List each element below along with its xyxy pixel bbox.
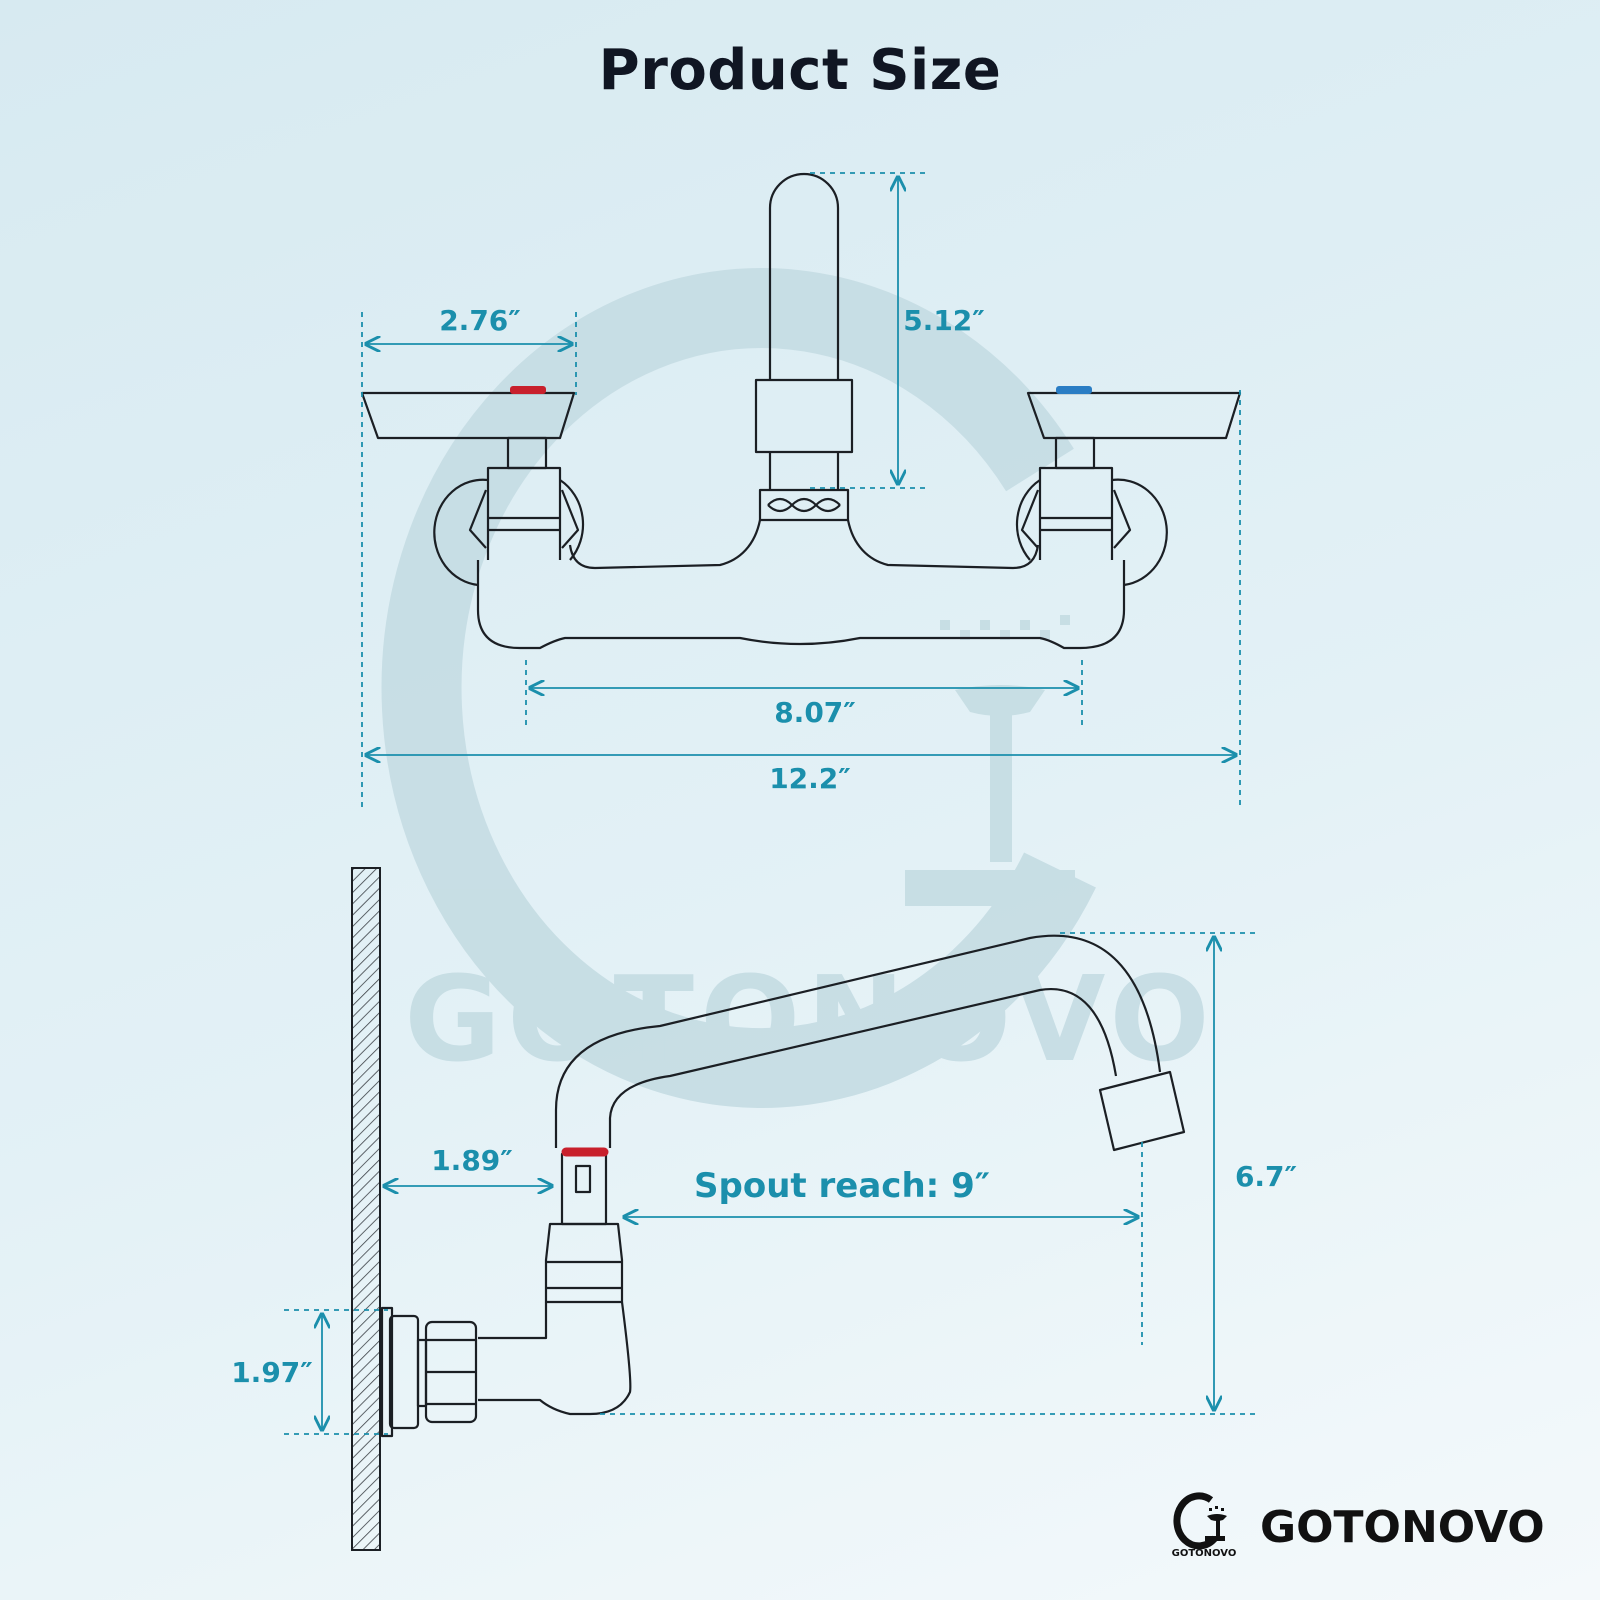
dim-center-spacing: 8.07″ (774, 696, 856, 729)
dim-wall-offset: 1.89″ (431, 1144, 513, 1177)
brand-logo: GOTONOVO GOTONOVO (1165, 1488, 1565, 1568)
side-dimensions (284, 932, 1255, 1435)
side-flange (388, 1314, 420, 1430)
dim-spout-reach: Spout reach: 9″ (694, 1166, 990, 1206)
brand-name: GOTONOVO (1260, 1502, 1545, 1553)
side-body (478, 1301, 632, 1416)
front-right-valve (1038, 466, 1114, 560)
dim-handle-width: 2.76″ (439, 304, 521, 337)
dim-overall-width: 12.2″ (769, 762, 851, 795)
watermark-logo: GOTONOVO (381, 268, 1215, 1108)
dim-inlet-height: 1.97″ (231, 1356, 313, 1389)
front-spout-collar (754, 378, 854, 454)
cold-indicator-front (1056, 386, 1092, 394)
front-body (476, 560, 1126, 650)
side-valve-stem (560, 1152, 608, 1226)
side-spout-inner (608, 987, 1118, 1148)
faucet-side-view (380, 934, 1186, 1438)
page-title: Product Size (598, 38, 1002, 103)
side-aerator (1098, 1070, 1186, 1152)
side-spout-outer (554, 934, 1162, 1148)
front-right-handle (1026, 391, 1242, 440)
hot-indicator-front (510, 386, 546, 394)
front-left-handle (360, 391, 576, 440)
faucet-front-view (360, 172, 1242, 650)
brand-small-text: GOTONOVO (1171, 1548, 1237, 1559)
dim-spout-height: 5.12″ (903, 304, 985, 337)
front-spout (768, 172, 840, 380)
g-shower-logo-icon (1173, 1492, 1227, 1550)
dim-total-height: 6.7″ (1235, 1160, 1297, 1193)
front-spout-nut (758, 488, 850, 522)
wall-hatched (351, 867, 381, 1551)
watermark-text: GOTONOVO (404, 950, 1215, 1088)
front-dimensions (361, 172, 1241, 810)
